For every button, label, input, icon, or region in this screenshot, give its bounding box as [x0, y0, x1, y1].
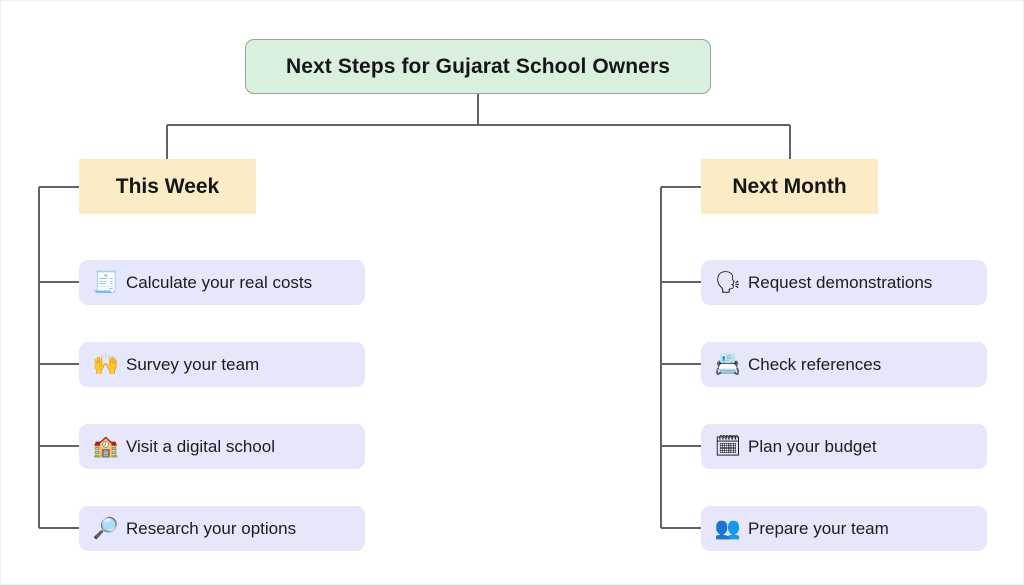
- people-raising-hands-icon: 🙌: [92, 353, 120, 376]
- item-node[interactable]: 🙌 Survey your team: [79, 342, 365, 387]
- branch-header-next-month[interactable]: Next Month: [701, 159, 878, 214]
- item-node[interactable]: 🏫 Visit a digital school: [79, 424, 365, 469]
- item-node[interactable]: 🗣 Request demonstrations: [701, 260, 987, 305]
- school-on-monitor-icon: 🏫: [92, 435, 120, 458]
- calculator-receipt-icon: 🧾: [92, 271, 120, 294]
- branch-header-this-week-label: This Week: [115, 174, 220, 198]
- item-node-label: Research your options: [126, 518, 297, 538]
- team-group-icon: 👥: [714, 517, 742, 540]
- item-node-label: Calculate your real costs: [126, 272, 313, 292]
- item-node[interactable]: 📇 Check references: [701, 342, 987, 387]
- root-node[interactable]: Next Steps for Gujarat School Owners: [245, 39, 711, 94]
- root-node-label: Next Steps for Gujarat School Owners: [285, 54, 671, 78]
- group-speech-bubbles-icon: 🗣: [714, 271, 742, 294]
- item-node[interactable]: 👥 Prepare your team: [701, 506, 987, 551]
- item-node[interactable]: 🗓 Plan your budget: [701, 424, 987, 469]
- item-node[interactable]: 🔎 Research your options: [79, 506, 365, 551]
- item-node-label: Visit a digital school: [126, 436, 275, 456]
- id-card-magnifier-icon: 📇: [714, 353, 742, 376]
- document-magnifier-icon: 🔎: [92, 517, 120, 540]
- item-node-label: Survey your team: [126, 354, 260, 374]
- item-node-label: Check references: [748, 354, 882, 374]
- branch-header-this-week[interactable]: This Week: [79, 159, 256, 214]
- plan-calculator-icon: 🗓: [714, 435, 742, 458]
- branch-header-next-month-label: Next Month: [732, 174, 847, 198]
- item-node-label: Request demonstrations: [748, 272, 933, 292]
- item-node[interactable]: 🧾 Calculate your real costs: [79, 260, 365, 305]
- item-node-label: Prepare your team: [748, 518, 889, 538]
- item-node-label: Plan your budget: [748, 436, 877, 456]
